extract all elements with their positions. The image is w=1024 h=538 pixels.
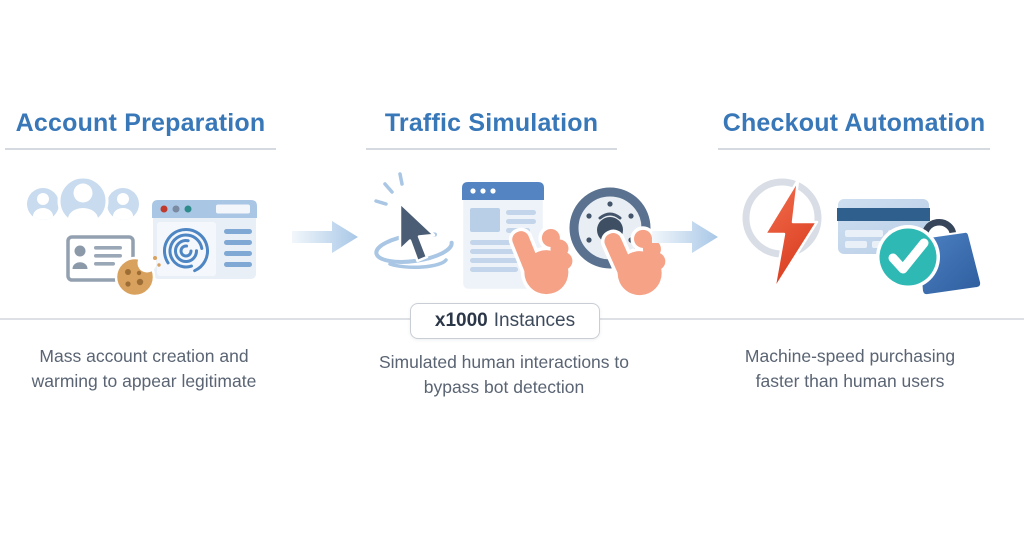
instances-count: x1000 <box>434 310 488 331</box>
checkout-automation-icons <box>742 178 983 297</box>
user-group-icon <box>27 175 139 227</box>
traffic-simulation-icons <box>374 172 652 302</box>
lightning-icon <box>742 178 822 292</box>
flow-arrow-icon <box>292 221 358 253</box>
stage-description-account-preparation: Mass account creation and warming to app… <box>31 346 257 391</box>
checkmark-icon <box>876 225 940 289</box>
cursor-click-icon <box>374 172 454 269</box>
cookie-icon <box>114 253 161 298</box>
account-preparation-icons <box>27 175 258 298</box>
stage-title-traffic-simulation: Traffic Simulation <box>384 109 599 137</box>
stage-underline <box>5 148 276 150</box>
stage-description-checkout-automation: Machine-speed purchasing faster than hum… <box>744 346 956 391</box>
stage-underline <box>718 148 990 150</box>
instances-badge: x1000 Instances <box>410 303 600 339</box>
browser-fingerprint-icon <box>151 199 258 281</box>
stage-description-traffic-simulation: Simulated human interactions to bypass b… <box>379 352 629 397</box>
flow-arrow-icon <box>652 221 718 253</box>
stage-title-account-preparation: Account Preparation <box>15 109 266 137</box>
stage-underline <box>366 148 617 150</box>
stage-title-checkout-automation: Checkout Automation <box>722 109 986 137</box>
instances-label: Instances <box>493 310 576 331</box>
